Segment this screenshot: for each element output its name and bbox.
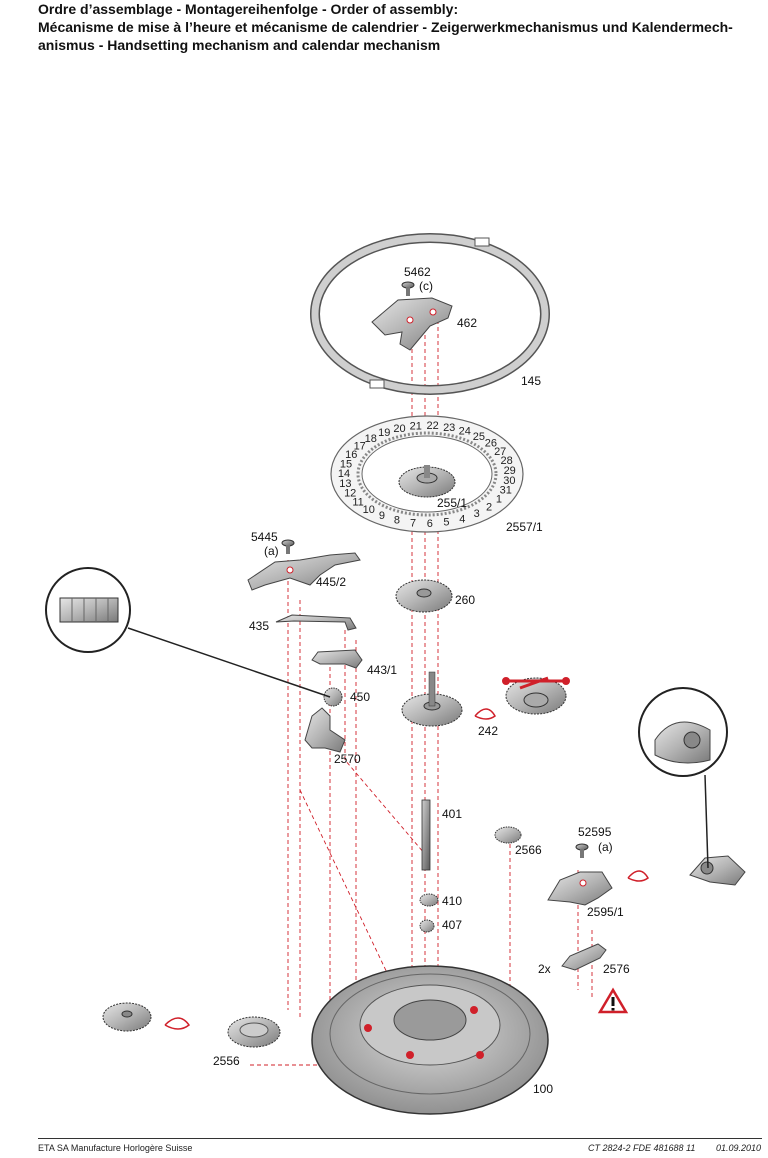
screw-52595 (575, 843, 589, 858)
footer-document-ref: CT 2824-2 FDE 481688 11 (588, 1143, 696, 1153)
footer-date: 01.09.2010 (716, 1143, 762, 1153)
detail-magnifier-right (638, 687, 728, 869)
header-line-3: anismus - Handsetting mechanism and cale… (38, 37, 441, 53)
assembly-guide-lines (139, 300, 593, 1066)
label-407: 407 (442, 918, 462, 932)
label-2595-1: 2595/1 (587, 905, 624, 919)
warning-icon (597, 987, 629, 1014)
date-numeral-25: 25 (473, 431, 485, 443)
date-numeral-5: 5 (443, 517, 449, 529)
rotation-arrow-2556 (164, 1017, 191, 1030)
part-407-pinion (419, 919, 435, 933)
part-401-setting-arbor (421, 799, 431, 871)
footer-company: ETA SA Manufacture Horlogère Suisse (38, 1143, 193, 1153)
date-numeral-21: 21 (410, 420, 422, 432)
date-numeral-3: 3 (474, 508, 480, 520)
label-5462: 5462 (404, 265, 431, 279)
header: Ordre d’assemblage - Montagereihenfolge … (38, 0, 758, 54)
rotation-arrow-242 (474, 708, 496, 720)
date-numeral-22: 22 (426, 420, 438, 432)
part-2556-wheel-left (102, 1002, 152, 1032)
date-numeral-14: 14 (338, 468, 350, 480)
label-450: 450 (350, 690, 370, 704)
date-numeral-13: 13 (339, 478, 351, 490)
date-numeral-4: 4 (459, 513, 465, 525)
date-numeral-19: 19 (378, 427, 390, 439)
label-2556: 2556 (213, 1054, 240, 1068)
date-numeral-11: 11 (352, 496, 363, 508)
part-2570-lever (304, 707, 346, 753)
part-445-2-lever (247, 552, 361, 591)
date-numeral-18: 18 (365, 433, 377, 445)
part-435-spring (275, 614, 357, 631)
date-numeral-7: 7 (410, 517, 416, 529)
label-435: 435 (249, 619, 269, 633)
part-2595-1-installed-view (689, 855, 746, 886)
date-numeral-1: 1 (496, 494, 502, 506)
label-260: 260 (455, 593, 475, 607)
label-2557-1: 2557/1 (506, 520, 543, 534)
part-260-wheel (395, 579, 453, 613)
screw-5445 (281, 539, 295, 554)
label-5445: 5445 (251, 530, 278, 544)
label-145: 145 (521, 374, 541, 388)
part-462-date-jumper-plate (371, 297, 453, 351)
date-numeral-30: 30 (503, 475, 515, 487)
part-2556-wheel (227, 1016, 281, 1048)
date-numeral-12: 12 (344, 488, 356, 500)
date-numeral-10: 10 (363, 504, 375, 516)
part-2566-wheel (494, 826, 522, 844)
date-numeral-20: 20 (393, 423, 405, 435)
label-5462-note: (c) (419, 279, 433, 293)
label-410: 410 (442, 894, 462, 908)
date-numeral-9: 9 (379, 510, 385, 522)
header-line-1: Ordre d’assemblage - Montagereihenfolge … (38, 1, 459, 17)
date-numeral-24: 24 (459, 425, 471, 437)
part-255-1-wheel (398, 465, 456, 498)
detail-magnifier-left (45, 567, 331, 698)
header-line-2: Mécanisme de mise à l’heure et mécanisme… (38, 19, 733, 35)
part-242-cannon-wheel (401, 671, 463, 727)
label-443-1: 443/1 (367, 663, 397, 677)
date-numeral-2: 2 (486, 502, 492, 514)
date-numeral-28: 28 (500, 455, 512, 467)
part-2595-1-plate (547, 871, 613, 906)
date-numeral-8: 8 (394, 515, 400, 527)
label-2570: 2570 (334, 752, 361, 766)
part-410-pinion (419, 893, 439, 907)
part-labels: 5462 (c) 462 145 255/1 2557/1 5445 (a) 4… (213, 265, 630, 1096)
date-numeral-15: 15 (340, 458, 352, 470)
label-52595-note: (a) (598, 840, 613, 854)
rotation-arrow-2595 (627, 870, 649, 882)
part-242-detail-view (502, 676, 570, 715)
part-443-1-lever (311, 649, 363, 669)
part-450-pinion (323, 687, 343, 707)
label-242: 242 (478, 724, 498, 738)
label-2x: 2x (538, 962, 551, 976)
date-numeral-31: 31 (500, 485, 512, 497)
label-100: 100 (533, 1082, 553, 1096)
screw-5462 (401, 281, 415, 296)
label-5445-note: (a) (264, 544, 279, 558)
date-numeral-26: 26 (485, 438, 497, 450)
date-numeral-27: 27 (494, 446, 506, 458)
part-145-dial-ring (310, 233, 550, 395)
date-numeral-6: 6 (427, 518, 433, 530)
date-numeral-17: 17 (354, 440, 366, 452)
label-52595: 52595 (578, 825, 612, 839)
label-2576: 2576 (603, 962, 630, 976)
date-numeral-16: 16 (345, 449, 357, 461)
part-100-main-plate (311, 965, 549, 1115)
date-numeral-29: 29 (504, 465, 516, 477)
label-401: 401 (442, 807, 462, 821)
part-2576-spring (561, 943, 607, 971)
label-445-2: 445/2 (316, 575, 346, 589)
label-2566: 2566 (515, 843, 542, 857)
label-462: 462 (457, 316, 477, 330)
footer-rule (38, 1138, 762, 1139)
date-numeral-23: 23 (443, 422, 455, 434)
label-255-1: 255/1 (437, 496, 467, 510)
